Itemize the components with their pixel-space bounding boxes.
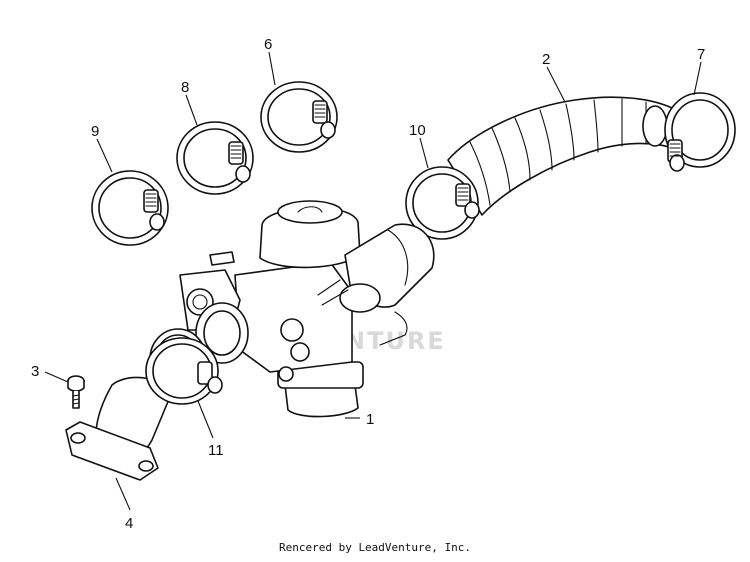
leader-line-9 [96, 138, 113, 173]
callout-3: 3 [31, 363, 39, 380]
credit-text: Rencered by LeadVenture, Inc. [278, 541, 472, 554]
hose-clamp-11 [145, 337, 223, 405]
leader-line-2 [546, 66, 566, 103]
hose-clamp-7 [664, 92, 736, 172]
leader-line-11 [197, 400, 214, 439]
callout-7: 7 [697, 46, 705, 63]
leader-line-4 [115, 477, 131, 511]
callout-1: 1 [366, 411, 374, 428]
callout-2: 2 [542, 51, 550, 68]
hose-clamp-9 [91, 170, 169, 246]
leader-line-7 [693, 61, 702, 96]
leader-line-3 [44, 371, 69, 383]
hose-clamp-10 [405, 166, 480, 240]
callout-9: 9 [91, 123, 99, 140]
intake-hose-2 [447, 96, 681, 216]
callout-4: 4 [125, 515, 133, 532]
leader-line-6 [268, 51, 276, 86]
hose-clamp-6 [260, 81, 338, 153]
watermark-text: NTURE [345, 327, 446, 355]
bolt-3 [67, 375, 85, 409]
callout-11: 11 [208, 442, 224, 459]
hose-clamp-8 [176, 121, 254, 195]
callout-6: 6 [264, 36, 272, 53]
leader-line-8 [185, 94, 198, 126]
leader-line-10 [419, 137, 429, 169]
callout-10: 10 [409, 122, 426, 139]
callout-8: 8 [181, 79, 189, 96]
carburetor-1 [179, 200, 435, 418]
